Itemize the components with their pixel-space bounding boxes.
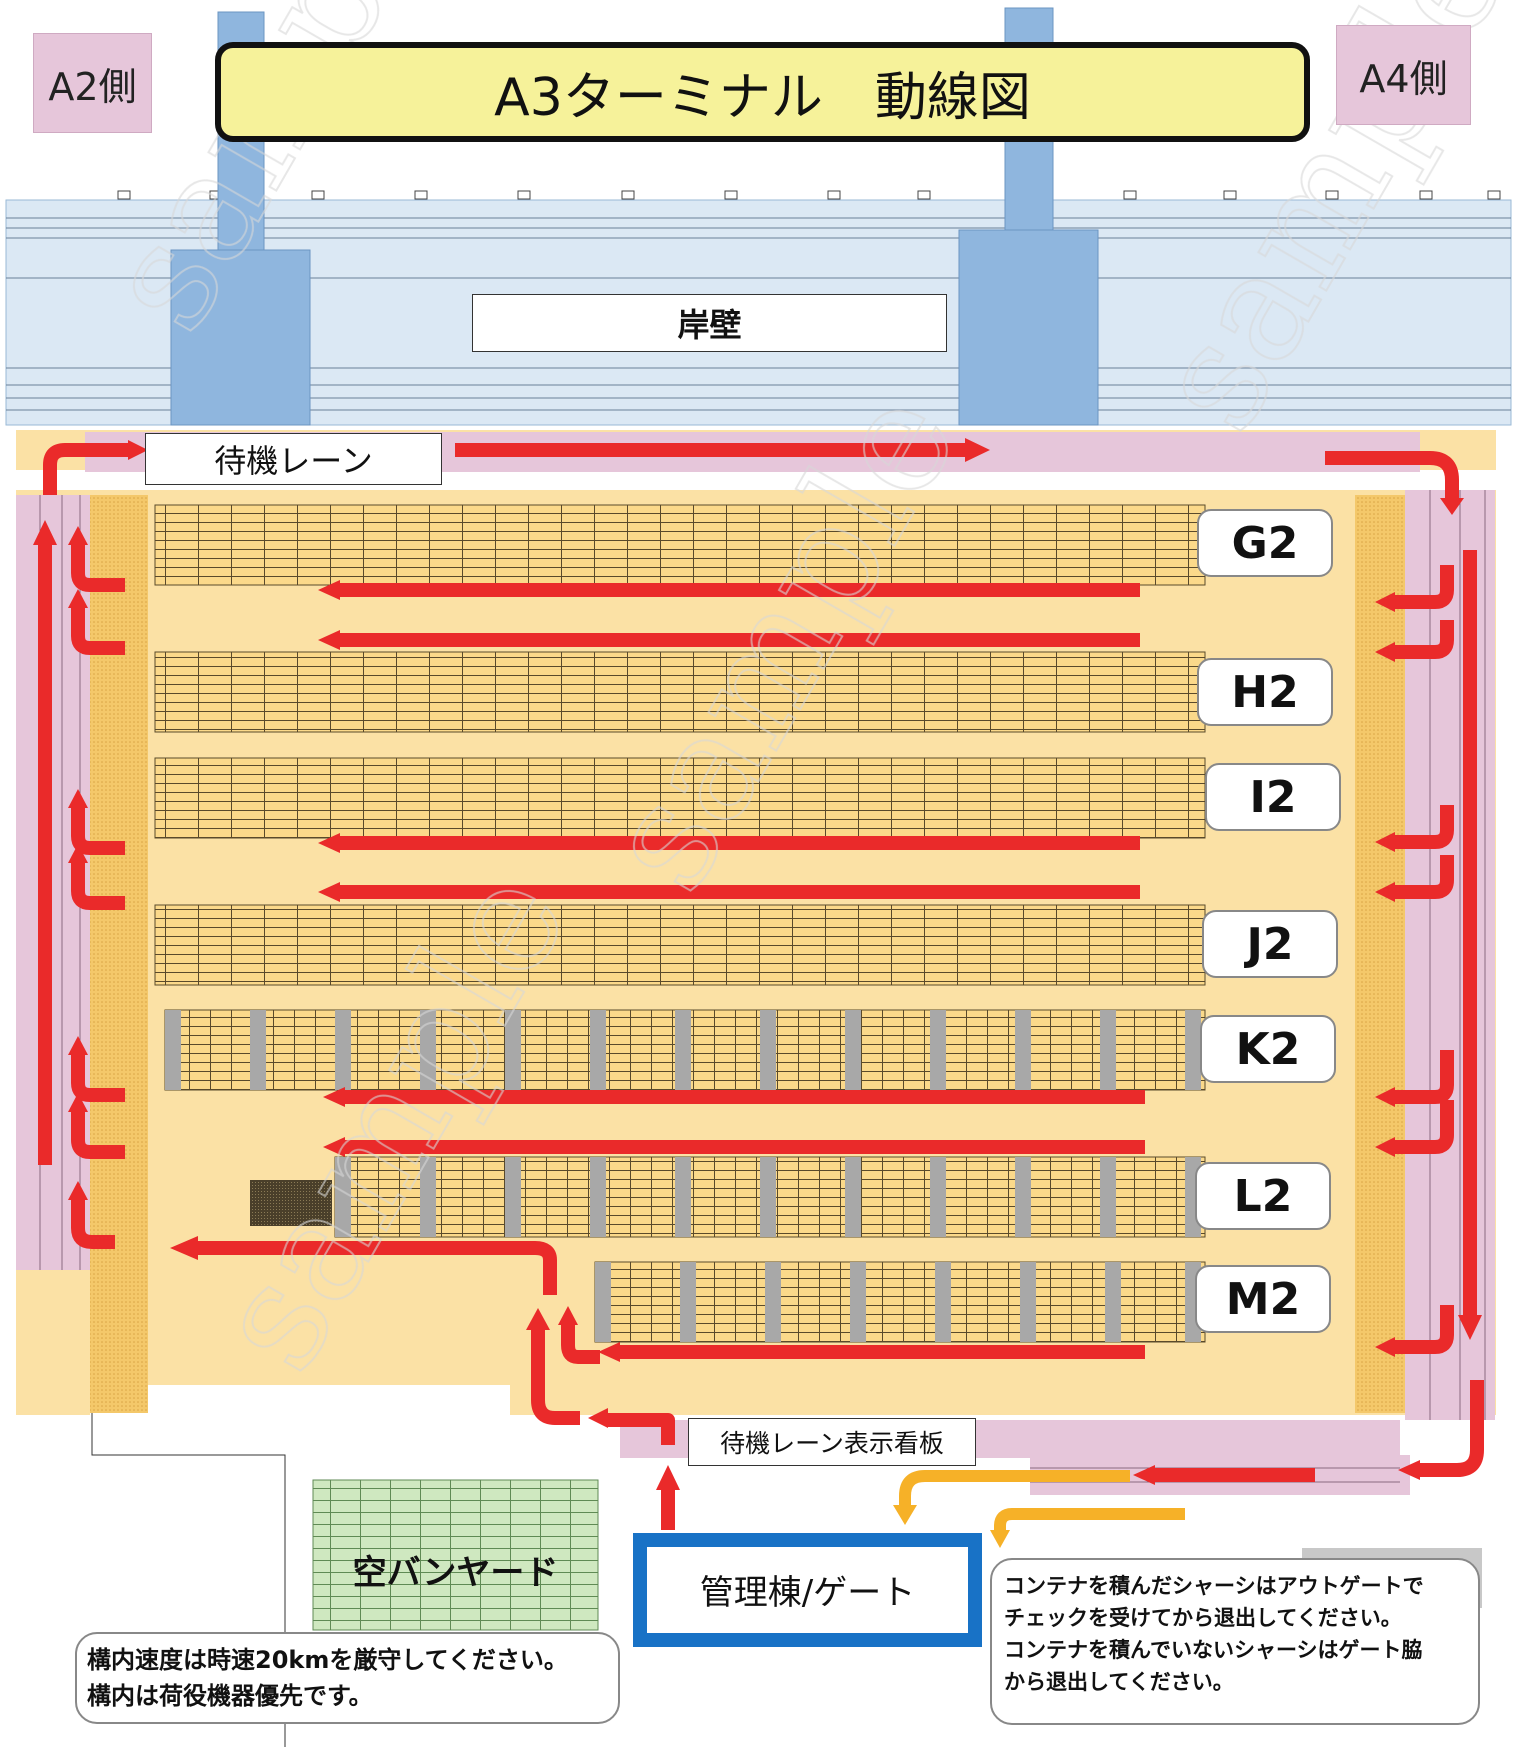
exit-note-line-1: コンテナを積んだシャーシはアウトゲートで xyxy=(1004,1574,1424,1598)
block-label-m2: M2 xyxy=(1195,1265,1331,1333)
exit-note-line-2: チェックを受けてから退出してください。 xyxy=(1004,1606,1402,1630)
a2-side-label: A2側 xyxy=(33,33,152,133)
speed-note-line-1: 構内速度は時速20kmを厳守してください。 xyxy=(87,1646,568,1674)
block-label-l2: L2 xyxy=(1195,1162,1331,1230)
exit-note: コンテナを積んだシャーシはアウトゲートで チェックを受けてから退出してください。… xyxy=(990,1558,1480,1725)
speed-note-line-2: 構内は荷役機器優先です。 xyxy=(87,1682,373,1710)
block-label-g2: G2 xyxy=(1197,509,1333,577)
block-label-h2: H2 xyxy=(1197,658,1333,726)
map-title: A3ターミナル 動線図 xyxy=(215,42,1310,142)
block-label-i2: I2 xyxy=(1205,763,1341,831)
gate-label: 管理棟/ゲート xyxy=(699,1573,916,1613)
block-label-k2: K2 xyxy=(1200,1015,1336,1083)
quay-label: 岸壁 xyxy=(472,294,947,352)
speed-note: 構内速度は時速20kmを厳守してください。 構内は荷役機器優先です。 xyxy=(75,1632,620,1724)
waiting-lane-label: 待機レーン xyxy=(145,433,442,485)
block-label-j2: J2 xyxy=(1202,910,1338,978)
waiting-sign-label: 待機レーン表示看板 xyxy=(688,1418,976,1466)
exit-note-line-4: から退出してください。 xyxy=(1004,1670,1234,1694)
a4-side-label: A4側 xyxy=(1336,25,1471,125)
exit-note-line-3: コンテナを積んでいないシャーシはゲート脇 xyxy=(1004,1638,1423,1662)
empty-yard-label: 空バンヤード xyxy=(352,1553,559,1593)
